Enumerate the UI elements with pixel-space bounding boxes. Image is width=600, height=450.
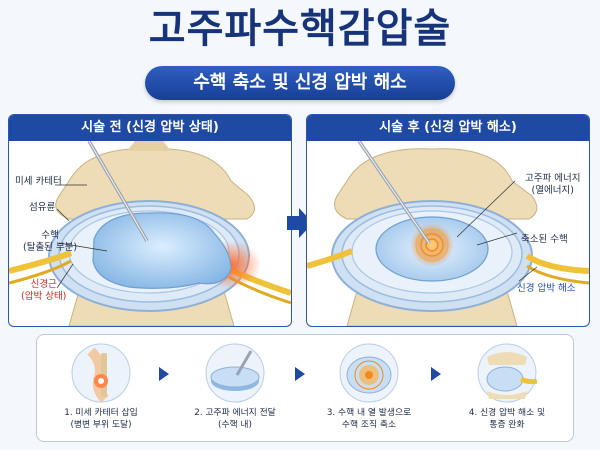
page-title: 고주파수핵감압술 bbox=[148, 6, 452, 52]
label-nucleus: 수핵 (탈출된 부분) bbox=[23, 230, 77, 254]
step-1: 1. 미세 카테터 삽입 (병변 부위 도달) bbox=[41, 335, 161, 431]
label-energy: 고주파 에너지 (열에너지) bbox=[525, 173, 580, 197]
label-annulus: 섬유륜 bbox=[29, 202, 56, 213]
step-3: 3. 수핵 내 열 발생으로 수핵 조직 축소 bbox=[309, 335, 429, 431]
nerve-root-left bbox=[9, 250, 73, 274]
after-disc-illustration bbox=[307, 141, 589, 326]
before-panel: 시술 전 (신경 압박 상태) bbox=[8, 114, 292, 327]
process-steps: 1. 미세 카테터 삽입 (병변 부위 도달) 2. 고주파 에너지 전달 (수… bbox=[36, 334, 574, 442]
step-4: 4. 신경 압박 해소 및 통증 완화 bbox=[447, 335, 567, 431]
step-arrow-icon bbox=[159, 367, 169, 381]
nerve-root-left bbox=[307, 248, 354, 269]
step-3-line1: 3. 수핵 내 열 발생으로 bbox=[326, 408, 412, 418]
after-panel: 시술 후 (신경 압박 해소) bbox=[306, 114, 590, 327]
label-nucleus-line2: (탈출된 부분) bbox=[23, 242, 78, 253]
step-3-line2: 수핵 조직 축소 bbox=[341, 420, 397, 430]
label-energy-line1: 고주파 에너지 bbox=[525, 173, 581, 184]
step-4-text: 4. 신경 압박 해소 및 통증 완화 bbox=[447, 407, 567, 431]
after-panel-header: 시술 후 (신경 압박 해소) bbox=[307, 115, 589, 141]
step4-relief-icon bbox=[477, 343, 537, 403]
label-nerve-line2: (압박 상태) bbox=[21, 291, 67, 302]
step2-disc-icon bbox=[205, 343, 265, 403]
label-shrunk-nucleus: 축소된 수핵 bbox=[521, 234, 568, 245]
step-2: 2. 고주파 에너지 전달 (수핵 내) bbox=[175, 335, 295, 431]
label-nerve-line1: 신경근 bbox=[30, 279, 57, 290]
step-2-line2: (수핵 내) bbox=[218, 420, 252, 430]
step-arrow-icon bbox=[295, 367, 305, 381]
energy-glow bbox=[410, 223, 454, 267]
step-2-line1: 2. 고주파 에너지 전달 bbox=[194, 408, 276, 418]
label-nucleus-line1: 수핵 bbox=[41, 230, 59, 241]
step-4-line2: 통증 완화 bbox=[489, 420, 525, 430]
step-3-text: 3. 수핵 내 열 발생으로 수핵 조직 축소 bbox=[309, 407, 429, 431]
subtitle-banner: 수핵 축소 및 신경 압박 해소 bbox=[145, 66, 455, 100]
nerve-root-right bbox=[525, 253, 589, 274]
before-panel-header: 시술 전 (신경 압박 상태) bbox=[9, 115, 291, 141]
step-4-line1: 4. 신경 압박 해소 및 bbox=[468, 408, 546, 418]
label-energy-line2: (열에너지) bbox=[531, 185, 574, 196]
vertebra-bone bbox=[334, 148, 538, 220]
step-1-line2: (병변 부위 도달) bbox=[70, 420, 132, 430]
step-2-text: 2. 고주파 에너지 전달 (수핵 내) bbox=[175, 407, 295, 431]
label-nerve: 신경근 (압박 상태) bbox=[21, 279, 66, 303]
label-catheter: 미세 카테터 bbox=[15, 176, 62, 187]
step-arrow-icon bbox=[431, 367, 441, 381]
step-1-text: 1. 미세 카테터 삽입 (병변 부위 도달) bbox=[41, 407, 161, 431]
transition-arrow-icon bbox=[287, 208, 313, 238]
spinous-process bbox=[127, 141, 171, 151]
step-1-line1: 1. 미세 카테터 삽입 bbox=[64, 408, 138, 418]
before-disc-illustration bbox=[9, 141, 291, 326]
label-relief: 신경 압박 해소 bbox=[517, 283, 576, 294]
step3-heat-icon bbox=[339, 343, 399, 403]
step1-spine-icon bbox=[71, 343, 131, 403]
nucleus-herniated bbox=[92, 212, 232, 289]
